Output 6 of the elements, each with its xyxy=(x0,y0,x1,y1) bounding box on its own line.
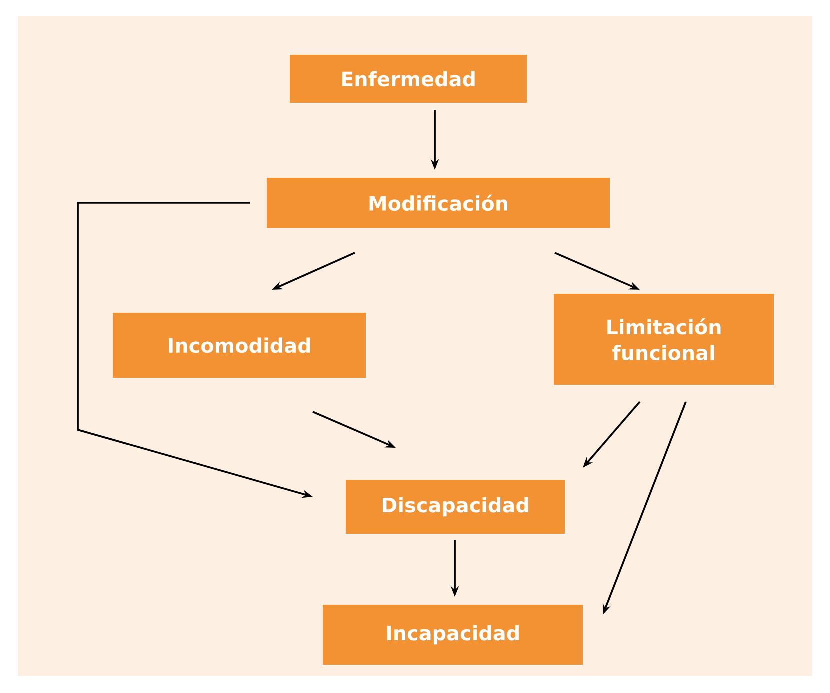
process-box: Incapacidad xyxy=(323,604,583,665)
process-box: Discapacidad xyxy=(346,480,565,534)
process-box: Limitación funcional xyxy=(554,294,774,385)
process-box: Incomodidad xyxy=(113,313,366,378)
process-box: Modificación xyxy=(267,178,610,228)
process-box: Enfermedad xyxy=(290,54,527,103)
